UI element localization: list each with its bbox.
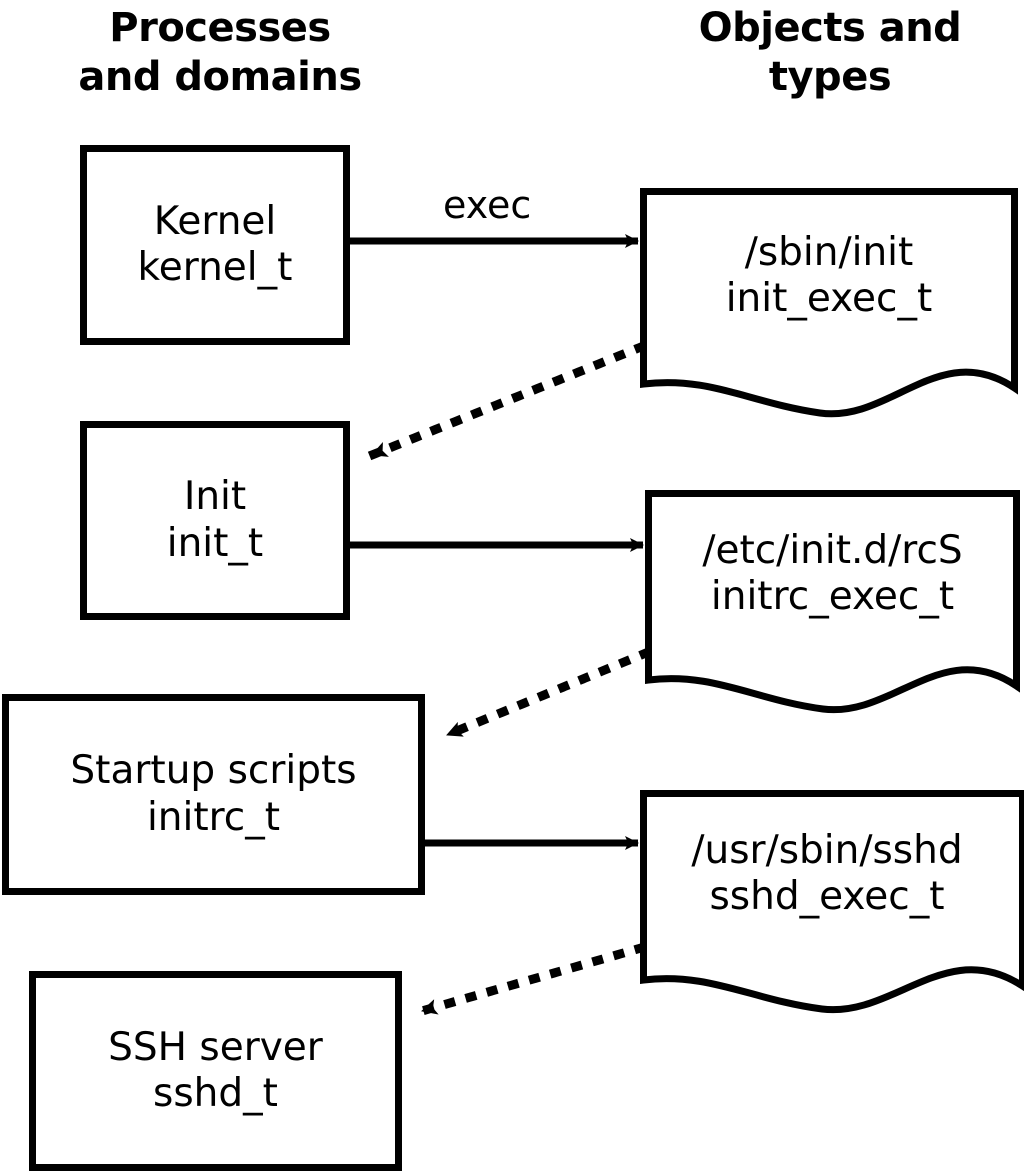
edge-initexec-to-init [366, 341, 647, 461]
process-box-init[interactable]: Init init_t [80, 421, 350, 620]
process-box-init-type: init_t [166, 520, 264, 566]
column-header-processes: Processes and domains [78, 5, 362, 100]
object-doc-init-exec[interactable]: /sbin/init init_exec_t [640, 188, 1018, 423]
process-box-kernel-type: kernel_t [137, 245, 293, 290]
process-box-initrc[interactable]: Startup scripts initrc_t [2, 694, 425, 895]
process-box-kernel-name: Kernel [153, 198, 277, 244]
process-box-initrc-type: initrc_t [146, 794, 281, 840]
process-box-sshd-name: SSH server [108, 1024, 323, 1070]
process-box-init-name: Init [183, 474, 247, 520]
edge-initrcexec-to-initrc [441, 647, 652, 741]
column-header-objects: Objects and types [698, 5, 962, 100]
process-box-sshd[interactable]: SSH server sshd_t [29, 971, 402, 1171]
process-box-initrc-name: Startup scripts [70, 748, 357, 794]
document-shape-icon [640, 790, 1024, 1014]
process-box-sshd-type: sshd_t [153, 1071, 278, 1116]
object-doc-initrc-exec[interactable]: /etc/init.d/rcS initrc_exec_t [645, 490, 1020, 718]
edge-sshdexec-to-sshd [416, 942, 647, 1017]
document-shape-icon [640, 188, 1018, 418]
process-box-kernel[interactable]: Kernel kernel_t [80, 145, 350, 345]
document-shape-icon [645, 490, 1020, 714]
object-doc-sshd-exec[interactable]: /usr/sbin/sshd sshd_exec_t [640, 790, 1024, 1018]
edge-label-exec: exec [443, 183, 532, 227]
